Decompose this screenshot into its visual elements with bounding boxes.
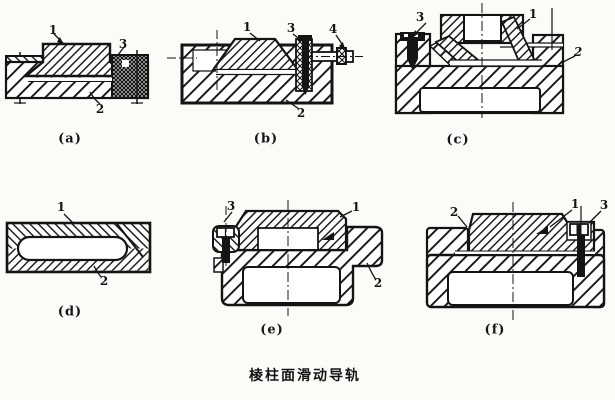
leader-3 (117, 46, 125, 56)
leader-3 (292, 33, 303, 42)
caption-a: (a) (58, 131, 82, 147)
adjust-bolt (304, 47, 363, 65)
part-label-d-2: 2 (99, 274, 109, 288)
leader-1 (549, 209, 573, 228)
part-label-c-2: 2 (573, 45, 583, 59)
part-label-a-3: 3 (118, 37, 128, 51)
joint-line (116, 223, 144, 258)
gib-strip (111, 54, 149, 99)
leader-1 (339, 210, 353, 218)
part-label-c-3: 3 (415, 10, 425, 24)
gib-screw (298, 35, 312, 95)
caption-d: (d) (57, 304, 83, 320)
part-label-d-1: 1 (56, 200, 66, 214)
figure-title: 棱柱面滑动导轨 (249, 368, 361, 384)
part-label-b-1: 1 (242, 20, 252, 34)
figure-c-drawing (394, 3, 576, 118)
base-cavity (419, 87, 541, 113)
gib-wedge (536, 226, 548, 234)
leader-2 (457, 215, 468, 228)
part-label-f-1: 1 (570, 197, 580, 211)
lock-screw (216, 206, 235, 272)
prism-face-right (500, 15, 536, 68)
figure-f-drawing (425, 202, 606, 320)
part-label-f-3: 3 (599, 198, 609, 212)
part-label-b-4: 4 (328, 22, 338, 36)
leader-1 (249, 32, 261, 42)
figure-b-drawing (167, 30, 363, 110)
prism-face-left (434, 34, 479, 68)
caption-b: (b) (253, 131, 279, 147)
base-cavity (242, 266, 341, 304)
caption-e: (e) (260, 322, 284, 338)
leader-2 (285, 99, 300, 110)
lock-screw (569, 206, 589, 277)
leader-3 (223, 211, 233, 223)
part-label-e-1: 1 (351, 200, 361, 214)
leader-2 (366, 262, 377, 281)
part-label-e-3: 3 (226, 199, 236, 213)
gib-screw (400, 32, 425, 70)
leader-2 (89, 91, 101, 105)
figure-a-drawing (4, 33, 150, 105)
leader-3 (588, 210, 602, 224)
slot-cavity (16, 235, 129, 262)
part-label-a-1: 1 (48, 23, 58, 37)
leader-1 (516, 18, 531, 30)
part-label-b-2: 2 (296, 106, 306, 120)
leader-2 (562, 55, 576, 63)
leader-1 (63, 213, 75, 225)
figure-e-drawing (212, 200, 384, 316)
base-cavity (447, 271, 574, 306)
part-label-f-2: 2 (449, 205, 459, 219)
caption-f: (f) (484, 322, 506, 338)
part-label-a-2: 2 (95, 102, 105, 116)
gib-wedge (322, 232, 334, 240)
part-label-c-1: 1 (528, 7, 538, 21)
part-label-b-3: 3 (286, 21, 296, 35)
figure-d-drawing (5, 213, 152, 278)
part-label-e-2: 2 (373, 276, 383, 290)
leader-2 (93, 265, 102, 278)
caption-c: (c) (446, 132, 470, 148)
